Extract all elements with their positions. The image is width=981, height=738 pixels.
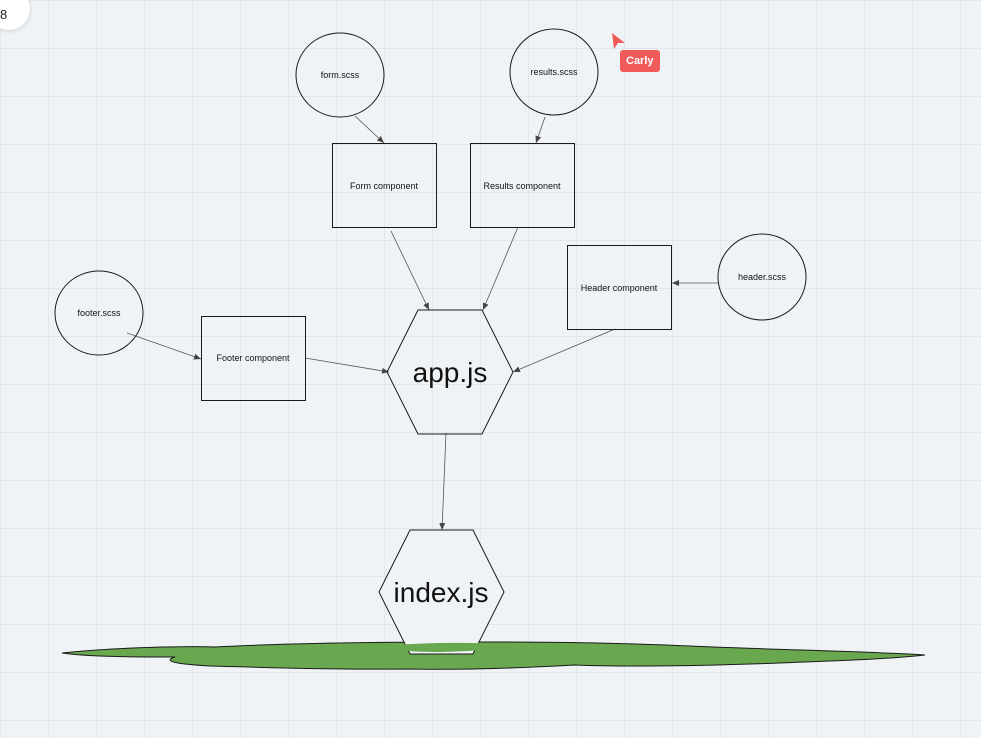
arrow-footer-scss-to-footer-component[interactable] xyxy=(126,332,202,360)
page-indicator[interactable]: 8 xyxy=(0,0,30,30)
form-scss-label: form.scss xyxy=(321,70,360,80)
node-footer-component[interactable]: Footer component xyxy=(201,316,306,401)
node-results-scss[interactable]: results.scss xyxy=(509,28,599,116)
node-header-component[interactable]: Header component xyxy=(567,245,672,330)
footer-scss-label: footer.scss xyxy=(77,308,121,318)
node-form-component[interactable]: Form component xyxy=(332,143,437,228)
arrow-form-scss-to-form-component[interactable] xyxy=(354,115,385,144)
page-number: 8 xyxy=(0,7,8,22)
results-scss-label: results.scss xyxy=(530,67,578,77)
footer-component-label: Footer component xyxy=(216,353,290,363)
arrow-results-component-to-app[interactable] xyxy=(482,226,519,311)
collaborator-cursor-icon xyxy=(612,33,625,49)
form-component-label: Form component xyxy=(350,181,419,191)
node-form-scss[interactable]: form.scss xyxy=(295,32,385,118)
header-component-label: Header component xyxy=(581,283,658,293)
grass-shape[interactable] xyxy=(61,641,926,670)
node-app-js[interactable]: app.js xyxy=(386,309,514,435)
results-component-label: Results component xyxy=(483,181,561,191)
collaborator-name-tag: Carly xyxy=(620,50,660,72)
app-js-label: app.js xyxy=(413,357,488,388)
node-footer-scss[interactable]: footer.scss xyxy=(54,270,144,356)
arrow-form-component-to-app[interactable] xyxy=(390,230,430,311)
connectors xyxy=(126,115,719,531)
arrow-app-to-index[interactable] xyxy=(439,432,447,531)
header-scss-label: header.scss xyxy=(738,272,787,282)
arrow-footer-component-to-app[interactable] xyxy=(304,357,390,374)
arrow-header-component-to-app[interactable] xyxy=(512,328,616,373)
grass-front xyxy=(380,642,520,652)
index-js-label: index.js xyxy=(394,577,489,608)
node-results-component[interactable]: Results component xyxy=(470,143,575,228)
arrow-results-scss-to-results-component[interactable] xyxy=(535,116,546,144)
node-index-js[interactable]: index.js xyxy=(378,529,505,655)
node-header-scss[interactable]: header.scss xyxy=(717,233,807,321)
